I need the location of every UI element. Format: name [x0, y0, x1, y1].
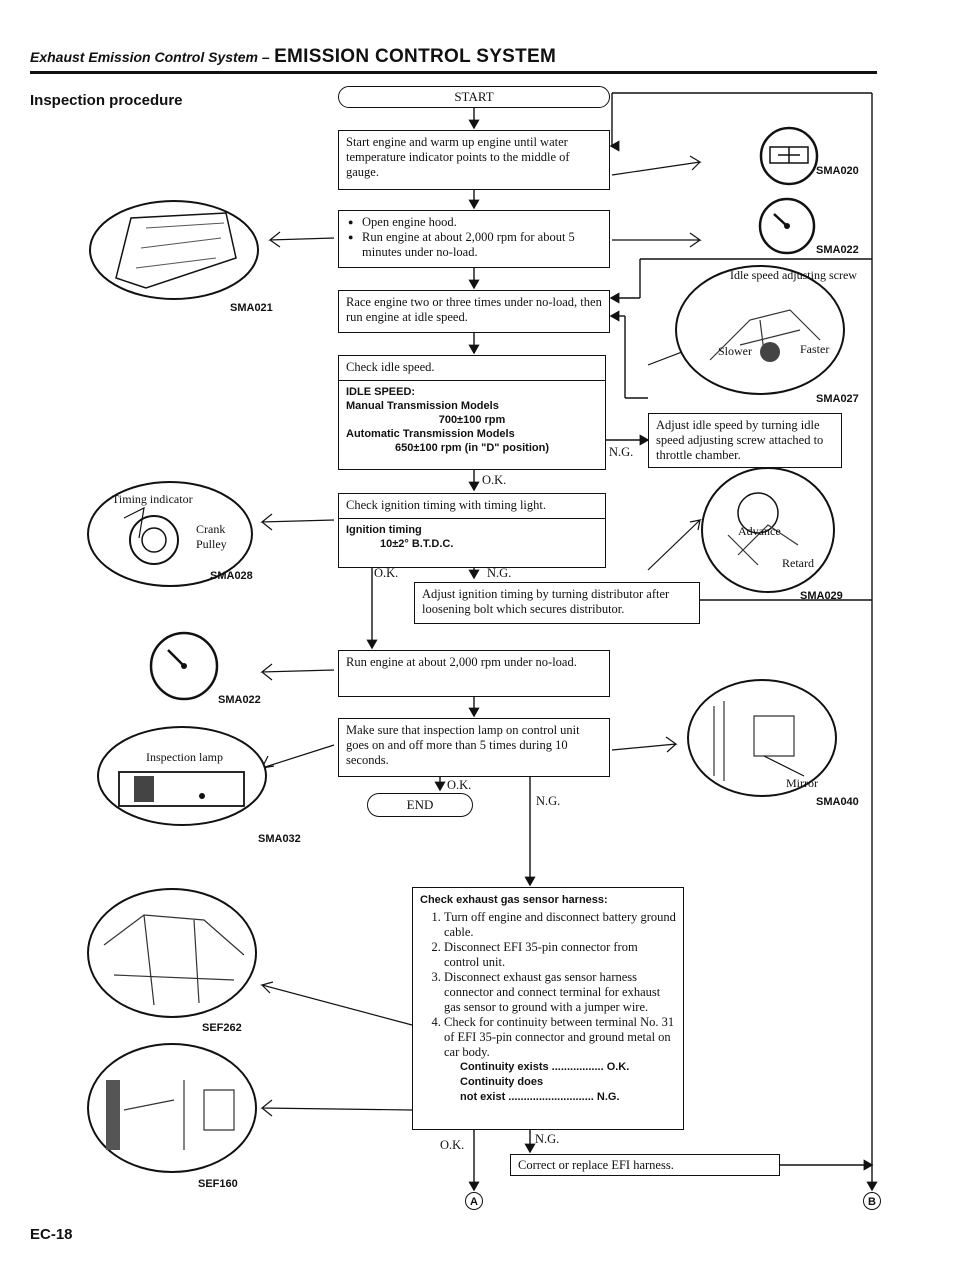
check-idle-title: Check idle speed. [346, 360, 435, 374]
start-terminal: START [338, 86, 610, 108]
control-unit-mirror-illustration [687, 679, 837, 797]
ref-sma032: SMA032 [258, 833, 301, 845]
step-check-idle: Check idle speed. IDLE SPEED: Manual Tra… [338, 355, 606, 470]
ng-label-idle: N.G. [609, 445, 634, 459]
tachometer-illustration-2 [149, 631, 219, 701]
timing-spec-value: 10±2° B.T.D.C. [380, 538, 454, 550]
ref-sma022: SMA022 [816, 244, 859, 256]
faster-label: Faster [800, 342, 830, 356]
timing-indicator-label: Timing indicator [112, 492, 193, 506]
inspection-lamp-illustration [97, 726, 267, 826]
ref-sma021: SMA021 [230, 302, 273, 314]
harness-step: Disconnect exhaust gas sensor harness co… [444, 970, 676, 1015]
auto-value: 650±100 rpm (in "D" position) [395, 442, 549, 454]
ng-label-harness: N.G. [535, 1132, 560, 1146]
page-title: EMISSION CONTROL SYSTEM [274, 46, 557, 67]
step-check-timing: Check ignition timing with timing light.… [338, 493, 606, 568]
manual-value: 700±100 rpm [438, 414, 506, 426]
ref-sef160: SEF160 [198, 1178, 238, 1190]
ref-sma029: SMA029 [800, 590, 843, 602]
idle-screw-illustration [675, 265, 845, 395]
harness-title: Check exhaust gas sensor harness: [420, 894, 608, 906]
auto-label: Automatic Transmission Models [346, 428, 515, 440]
end-terminal: END [367, 793, 473, 817]
ref-sma020: SMA020 [816, 165, 859, 177]
slower-label: Slower [718, 344, 752, 358]
header-rule [30, 71, 877, 74]
timing-indicator-illustration [87, 481, 253, 587]
idle-screw-label: Idle speed adjusting screw [730, 268, 857, 282]
section-title: Inspection procedure [30, 92, 183, 109]
retard-label: Retard [782, 556, 814, 570]
ref-sma040: SMA040 [816, 796, 859, 808]
connector-test-illustration [87, 1043, 257, 1173]
harness-step: Disconnect EFI 35-pin connector from con… [444, 940, 676, 970]
step-warm-up: Start engine and warm up engine until wa… [338, 130, 610, 190]
ref-sef262: SEF262 [202, 1022, 242, 1034]
engine-bay-illustration [87, 888, 257, 1018]
step-run-2000: Run engine at about 2,000 rpm under no-l… [338, 650, 610, 697]
step-open-hood-item: Open engine hood. [346, 215, 602, 230]
adjust-timing-box: Adjust ignition timing by turning distri… [414, 582, 700, 624]
idle-spec-heading: IDLE SPEED: [346, 386, 416, 398]
crank-pulley-label: Crank Pulley [196, 522, 227, 551]
harness-result-ng-b: not exist ............................ N… [460, 1091, 620, 1103]
step-inspection-lamp: Make sure that inspection lamp on contro… [338, 718, 610, 777]
page-header: Exhaust Emission Control System – EMISSI… [30, 46, 556, 68]
step-run-engine-item: Run engine at about 2,000 rpm for about … [346, 230, 602, 260]
ref-sma027: SMA027 [816, 393, 859, 405]
ok-label-lamp: O.K. [447, 778, 472, 792]
connector-a: A [465, 1192, 483, 1210]
ok-label-harness: O.K. [440, 1138, 465, 1152]
harness-step: Check for continuity between terminal No… [444, 1015, 676, 1060]
check-harness-box: Check exhaust gas sensor harness: Turn o… [412, 887, 684, 1130]
connector-b: B [863, 1192, 881, 1210]
section-label: Exhaust Emission Control System – [30, 49, 270, 65]
ref-sma022-b: SMA022 [218, 694, 261, 706]
step-open-hood: Open engine hood. Run engine at about 2,… [338, 210, 610, 268]
mirror-label: Mirror [786, 776, 818, 790]
page-number: EC-18 [30, 1226, 73, 1243]
adjust-idle-box: Adjust idle speed by turning idle speed … [648, 413, 842, 468]
idle-spec: IDLE SPEED: Manual Transmission Models 7… [339, 380, 605, 455]
timing-spec-heading: Ignition timing [346, 524, 422, 536]
check-timing-title: Check ignition timing with timing light. [346, 498, 546, 512]
correct-harness-box: Correct or replace EFI harness. [510, 1154, 780, 1176]
harness-result-ng-a: Continuity does [460, 1076, 544, 1088]
ok-label-timing: O.K. [374, 566, 399, 580]
manual-label: Manual Transmission Models [346, 400, 499, 412]
advance-label: Advance [738, 524, 781, 538]
distributor-illustration [701, 467, 835, 593]
ref-sma028: SMA028 [210, 570, 253, 582]
engine-hood-illustration [89, 200, 259, 300]
step-race-engine: Race engine two or three times under no-… [338, 290, 610, 333]
ng-label-timing: N.G. [487, 566, 512, 580]
harness-result-ok: Continuity exists ................. O.K. [460, 1061, 630, 1073]
inspection-lamp-label: Inspection lamp [146, 750, 223, 764]
temperature-gauge-illustration [759, 126, 819, 186]
timing-spec: Ignition timing 10±2° B.T.D.C. [339, 518, 605, 551]
harness-steps: Turn off engine and disconnect battery g… [420, 910, 676, 1060]
harness-step: Turn off engine and disconnect battery g… [444, 910, 676, 940]
ok-label-idle: O.K. [482, 473, 507, 487]
ng-label-lamp: N.G. [536, 794, 561, 808]
tachometer-illustration [758, 197, 816, 255]
